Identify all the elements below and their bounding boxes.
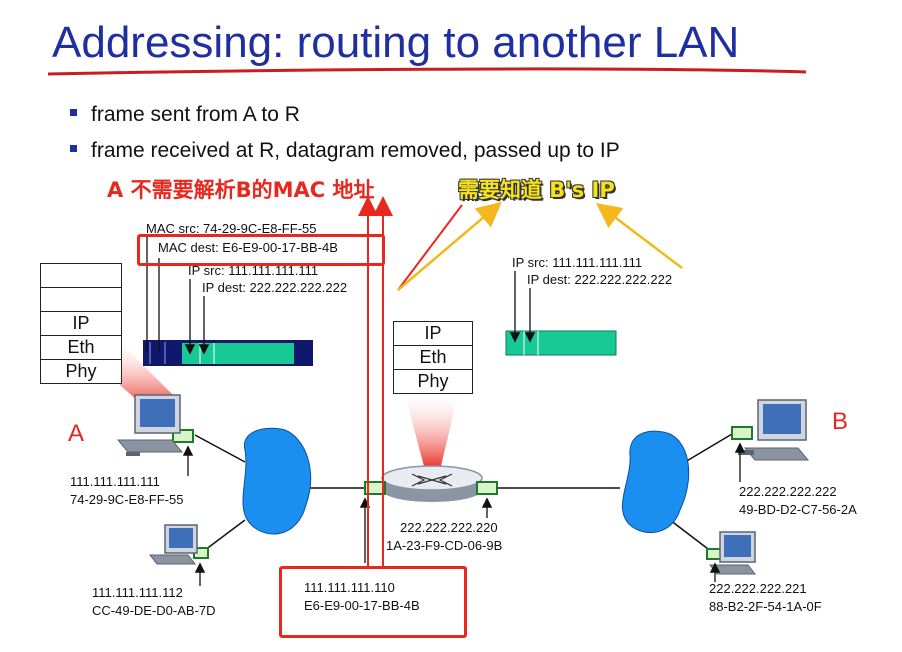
computer-a2-icon [148, 524, 198, 565]
nic-router-right-icon [476, 481, 498, 495]
router-top [381, 465, 483, 491]
host-a2-ip: 111.111.111.112 [92, 585, 183, 600]
computer-b2-icon [708, 531, 757, 575]
host-b2-mac: 88-B2-2F-54-1A-0F [709, 599, 822, 614]
router-protocol-stack: IP Eth Phy [393, 321, 473, 394]
stack-layer-eth: Eth [41, 336, 121, 360]
datagram-ip-dest: IP dest: 222.222.222.222 [527, 272, 673, 287]
frame-payload [182, 343, 294, 364]
bullet-1-text: frame sent from A to R [91, 103, 300, 126]
frame-mac-src: MAC src: 74-29-9C-E8-FF-55 [146, 221, 317, 236]
slide-title: Addressing: routing to another LAN [52, 18, 740, 67]
red-diagonal [397, 204, 463, 291]
stack-layer-ip: IP [41, 312, 121, 336]
frame-mac-dest: MAC dest: E6-E9-00-17-BB-4B [158, 240, 338, 255]
stack-layer-phy: Phy [65, 361, 97, 381]
router-right-mac: 1A-23-F9-CD-06-9B [386, 538, 503, 553]
callout-no-mac-resolution: A 不需要解析B的MAC 地址 [107, 178, 375, 202]
frame-ip-src: IP src: 111.111.111.111 [188, 263, 319, 278]
frame-ip-dest: IP dest: 222.222.222.222 [202, 280, 348, 295]
host-b-label: B [832, 408, 849, 435]
nic-router-left-icon [364, 481, 386, 495]
router-stack-layer-eth: Eth [394, 346, 472, 370]
computer-b-icon [738, 399, 810, 461]
bullet-2: frame received at R, datagram removed, p… [70, 139, 620, 163]
host-b-ip: 222.222.222.222 [739, 484, 837, 499]
router-left-ip: 111.111.111.110 [304, 580, 395, 595]
callout-need-b-ip: 需要知道 B's IP [458, 178, 615, 202]
host-a-label: A [68, 420, 85, 447]
bullet-2-text: frame received at R, datagram removed, p… [91, 139, 620, 162]
lan-1-cloud [242, 427, 312, 535]
host-a2-mac: CC-49-DE-D0-AB-7D [92, 603, 216, 618]
datagram-bar [505, 330, 617, 356]
computer-a-icon [116, 394, 184, 456]
host-b2-ip: 222.222.222.221 [709, 581, 807, 596]
router-stack-beam [405, 395, 458, 470]
gold-arrow-right [596, 202, 683, 269]
nic-b2-icon [706, 548, 722, 560]
host-a-ip: 111.111.111.111 [70, 474, 160, 489]
nic-b-icon [731, 426, 753, 440]
host-a-protocol-stack: IP Eth Phy [40, 263, 122, 384]
bullet-marker-icon [70, 144, 77, 152]
mac-dest-highlight [137, 234, 385, 266]
router-left-mac: E6-E9-00-17-BB-4B [304, 598, 420, 613]
host-a-mac: 74-29-9C-E8-FF-55 [70, 492, 184, 507]
lan-2-cloud [621, 430, 690, 533]
bullet-marker-icon [70, 108, 77, 116]
router-stack-layer-ip: IP [394, 322, 472, 346]
gold-arrow-left [397, 201, 502, 291]
router-right-ip: 222.222.222.220 [400, 520, 498, 535]
title-underline [47, 67, 807, 76]
datagram-ip-src: IP src: 111.111.111.111 [512, 255, 643, 270]
router-left-interface-box [279, 566, 467, 638]
router-arrows-icon [411, 473, 453, 487]
router-stack-layer-phy: Phy [417, 371, 449, 391]
stack-layer-empty-1 [41, 264, 121, 288]
bullet-1: frame sent from A to R [70, 103, 300, 127]
stack-layer-empty-2 [41, 288, 121, 312]
host-b-mac: 49-BD-D2-C7-56-2A [739, 502, 857, 517]
